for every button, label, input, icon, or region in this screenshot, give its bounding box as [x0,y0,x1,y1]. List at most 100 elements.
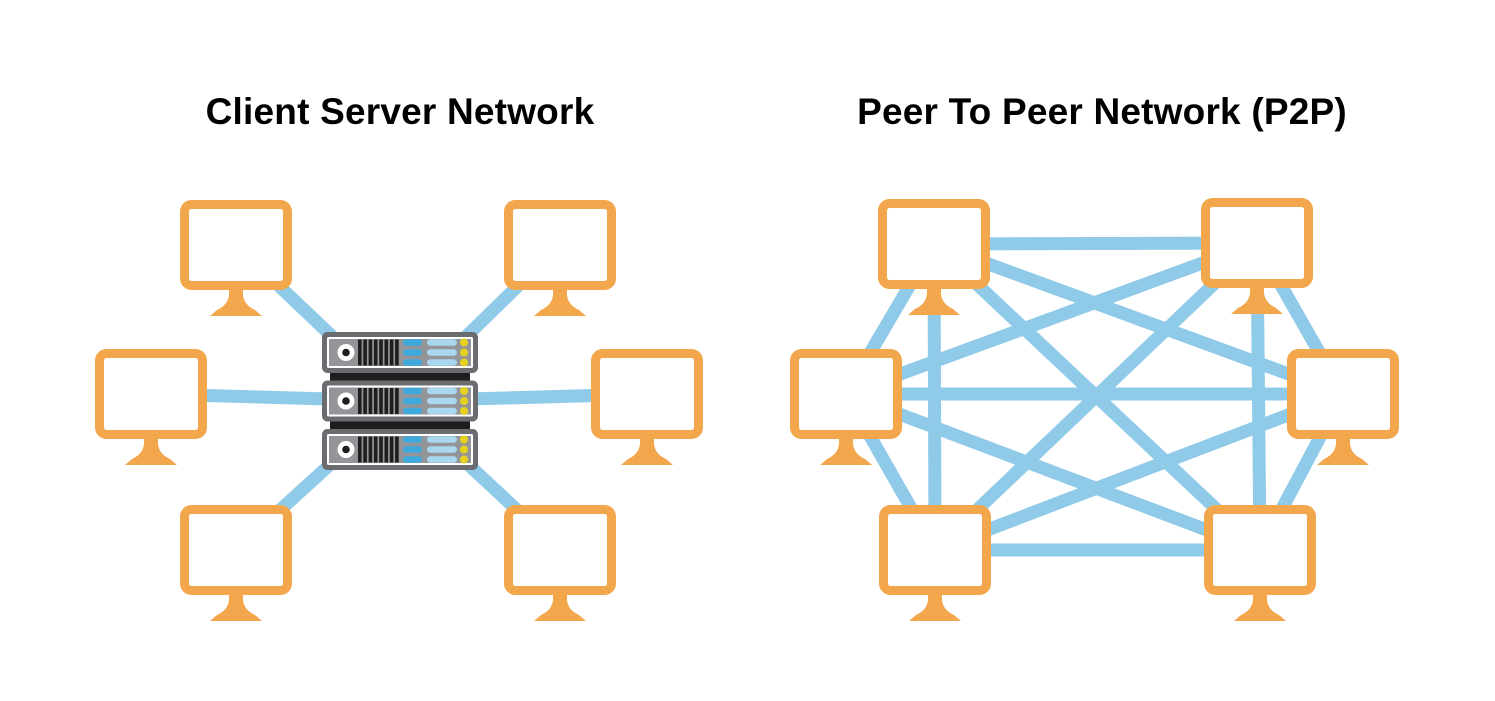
led-indicator [460,455,468,464]
status-bar-medium [403,359,422,366]
computer-monitor-icon [95,349,207,465]
status-bar-medium [403,456,422,463]
computer-monitor-icon [180,200,292,316]
vent-slot [384,436,389,463]
monitor-screen [504,200,616,290]
computer-monitor-icon [790,349,902,465]
vent-slot [373,388,378,414]
monitor-screen [1287,349,1399,439]
status-bar-medium [403,436,422,443]
vent-slot [363,339,367,366]
vent-slot [389,436,394,463]
computer-monitor-icon [1201,198,1313,314]
status-bar-light [427,407,457,415]
peer-to-peer-diagram [790,198,1399,621]
led-indicator [460,338,468,347]
monitor-stand [908,287,960,315]
led-indicator [460,348,468,357]
computer-monitor-icon [878,199,990,315]
vent-slot [358,436,362,463]
vent-slot [358,388,362,414]
server-unit [322,332,478,373]
monitor-screen [1201,198,1313,288]
vent-slot [379,436,383,463]
monitor-screen [180,200,292,290]
status-bar-light [427,436,457,443]
vent-slot [384,339,389,366]
led-indicator [460,445,468,454]
monitor-stand [534,288,586,316]
power-button-dot [342,348,350,357]
monitor-stand [1231,286,1283,314]
monitor-screen [1204,505,1316,595]
status-bar-light [427,339,457,346]
p2p-title: Peer To Peer Network (P2P) [857,91,1347,132]
vent-slot [389,339,394,366]
monitor-stand [125,437,177,465]
monitor-stand [621,437,673,465]
vent-slot [384,388,389,414]
server-chassis-outline [327,385,473,417]
monitor-stand [820,437,872,465]
monitor-screen [879,505,991,595]
vent-slot [395,339,399,366]
computer-monitor-icon [879,505,991,621]
monitor-stand [210,288,262,316]
status-bar-light [427,446,457,453]
connection-line [932,387,1346,557]
status-bar-medium [403,387,422,395]
status-bar-medium [403,397,422,405]
power-button-dot [342,445,350,454]
monitor-screen [790,349,902,439]
monitor-screen [95,349,207,439]
monitor-stand [909,593,961,621]
monitor-screen [878,199,990,289]
computer-monitor-icon [1204,505,1316,621]
status-bar-medium [403,339,422,346]
vent-slot [379,388,383,414]
connection-line [931,237,1346,401]
vent-slot [363,388,367,414]
server-chassis-outline [327,337,473,368]
computer-monitor-icon [1287,349,1399,465]
status-bar-medium [403,349,422,356]
computer-monitor-icon [180,505,292,621]
status-bar-light [427,397,457,405]
server-rack-icon [322,332,478,470]
led-indicator [460,397,468,405]
monitor-stand [534,593,586,621]
vent-slot [395,388,399,414]
monitor-stand [1234,593,1286,621]
computer-monitor-icon [504,505,616,621]
vent-slot [363,436,367,463]
led-indicator [460,358,468,367]
status-bar-light [427,387,457,395]
server-chassis-outline [327,434,473,465]
led-indicator [460,435,468,444]
vent-slot [389,388,394,414]
monitor-screen [504,505,616,595]
vent-slot [358,339,362,366]
vent-slot [368,436,373,463]
computer-monitor-icon [591,349,703,465]
status-bar-light [427,349,457,356]
status-bar-medium [403,446,422,453]
monitor-stand [210,593,262,621]
vent-slot [373,339,378,366]
led-indicator [460,387,468,395]
server-unit [322,380,478,422]
vent-slot [368,339,373,366]
monitor-screen [180,505,292,595]
vent-slot [379,339,383,366]
connection-line [843,236,1260,401]
connection-line [843,387,1263,557]
vent-slot [368,388,373,414]
server-unit [322,429,478,470]
status-bar-light [427,456,457,463]
status-bar-medium [403,407,422,415]
client-server-title: Client Server Network [205,91,595,132]
power-button-dot [342,397,350,405]
led-indicator [460,407,468,415]
